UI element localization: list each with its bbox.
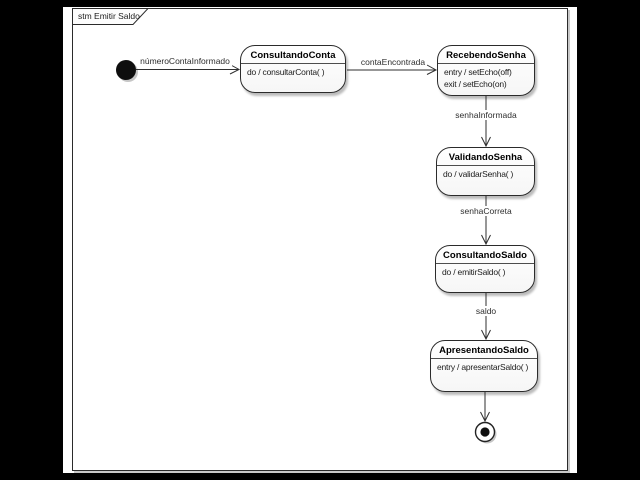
transition-label-senha-correta: senhaCorreta: [458, 206, 514, 216]
transition-label-conta-encontrada: contaEncontrada: [358, 57, 428, 67]
state-action: do / validarSenha( ): [443, 169, 514, 179]
transition-label-saldo: saldo: [473, 306, 499, 316]
state-consultando-conta: ConsultandoConta do / consultarConta( ): [240, 45, 346, 93]
state-action: entry / setEcho(off): [444, 67, 512, 77]
state-validando-senha: ValidandoSenha do / validarSenha( ): [436, 147, 535, 196]
state-consultando-saldo: ConsultandoSaldo do / emitirSaldo( ): [435, 245, 535, 293]
state-action: entry / apresentarSaldo( ): [437, 362, 529, 372]
state-apresentando-saldo: ApresentandoSaldo entry / apresentarSald…: [430, 340, 538, 392]
state-name: ConsultandoSaldo: [436, 246, 534, 264]
transition-label-senha-informada: senhaInformada: [453, 110, 519, 120]
state-action: exit / setEcho(on): [444, 78, 507, 89]
frame-title: stm Emitir Saldo: [78, 11, 140, 21]
state-recebendo-senha: RecebendoSenha entry / setEcho(off) exit…: [437, 45, 535, 96]
state-name: ValidandoSenha: [437, 148, 534, 166]
frame-tab: [72, 8, 150, 25]
state-name: RecebendoSenha: [438, 46, 534, 64]
diagram-frame-border: [72, 8, 568, 471]
state-action: do / emitirSaldo( ): [442, 267, 506, 277]
transition-label-numero-conta-informado: númeroContaInformado: [138, 56, 232, 66]
state-name: ConsultandoConta: [241, 46, 345, 64]
state-name: ApresentandoSaldo: [431, 341, 537, 359]
state-action: do / consultarConta( ): [247, 67, 325, 77]
